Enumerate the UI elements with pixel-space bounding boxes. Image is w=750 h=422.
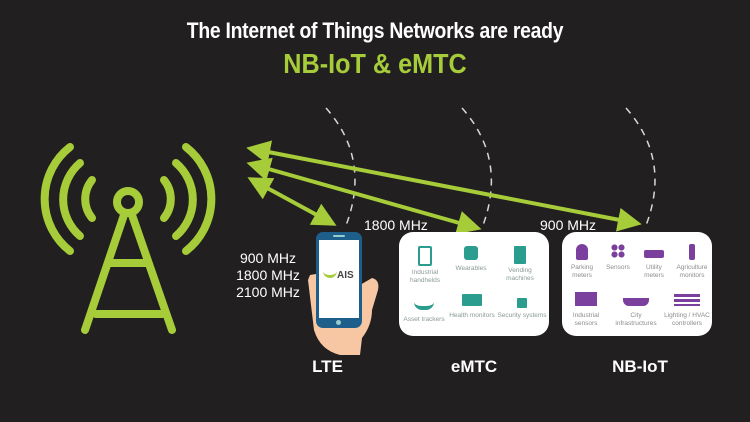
phone-brand: AIS [337, 270, 354, 281]
emtc-label: eMTC [450, 357, 498, 376]
nbiot-item: City infrastructures [612, 290, 660, 328]
nbiot-item: Agriculture monitors [672, 244, 712, 280]
nbiot-item: Parking meters [564, 244, 600, 280]
smartwatch-icon [464, 246, 478, 260]
phone-speaker [333, 235, 345, 237]
factory-icon [575, 292, 597, 306]
emtc-item: Vending machines [499, 246, 541, 283]
emtc-item: Health monitors [449, 292, 495, 320]
nbiot-item: Utility meters [636, 244, 672, 280]
phone-body: AIS [316, 232, 362, 328]
ais-logo-swoosh [323, 270, 337, 278]
health-monitor-icon [462, 294, 482, 306]
nbiot-frequency: 900 MHz [540, 217, 597, 233]
page-title: The Internet of Things Networks are read… [186, 18, 564, 43]
nbiot-use-case-card: Parking meters Sensors Utility meters Ag… [562, 232, 712, 336]
sensors-icon [611, 244, 625, 258]
page-subtitle: NB-IoT & eMTC [283, 48, 467, 79]
parking-meter-icon [576, 244, 588, 260]
lte-label: LTE [312, 357, 343, 376]
emtc-item: Wearables [451, 246, 491, 273]
phone-screen: AIS [319, 240, 359, 318]
utility-meter-icon [644, 250, 664, 258]
nbiot-label: NB-IoT [612, 357, 668, 376]
nbiot-item: Lighting / HVAC controllers [662, 290, 712, 328]
emtc-item: Security systems [497, 292, 547, 320]
padlock-icon [517, 298, 527, 308]
lighting-hvac-icon [674, 294, 700, 306]
emtc-use-case-card: Industrial handhelds Wearables Vending m… [399, 232, 549, 336]
cell-tower-icon [40, 143, 216, 334]
lte-frequency: 2100 MHz [236, 284, 300, 300]
handheld-icon [418, 246, 432, 266]
lte-frequency-list: 900 MHz 1800 MHz 2100 MHz [228, 250, 308, 301]
nbiot-item: Sensors [600, 244, 636, 272]
nbiot-item: Industrial sensors [564, 290, 608, 328]
signal-range-arcs [325, 107, 656, 229]
lte-frequency: 1800 MHz [236, 267, 300, 283]
emtc-item: Asset trackers [401, 292, 447, 324]
lte-frequency: 900 MHz [239, 250, 297, 266]
vending-machine-icon [514, 246, 526, 264]
phone-home-button [336, 320, 341, 325]
city-bridge-icon [623, 298, 649, 306]
emtc-item: Industrial handhelds [405, 246, 445, 285]
emtc-frequency: 1800 MHz [364, 217, 428, 233]
bicycle-icon [414, 292, 434, 310]
smartphone-in-hand-illustration: AIS [300, 230, 380, 360]
bidirectional-arrows [246, 140, 642, 235]
agriculture-monitor-icon [689, 244, 695, 260]
